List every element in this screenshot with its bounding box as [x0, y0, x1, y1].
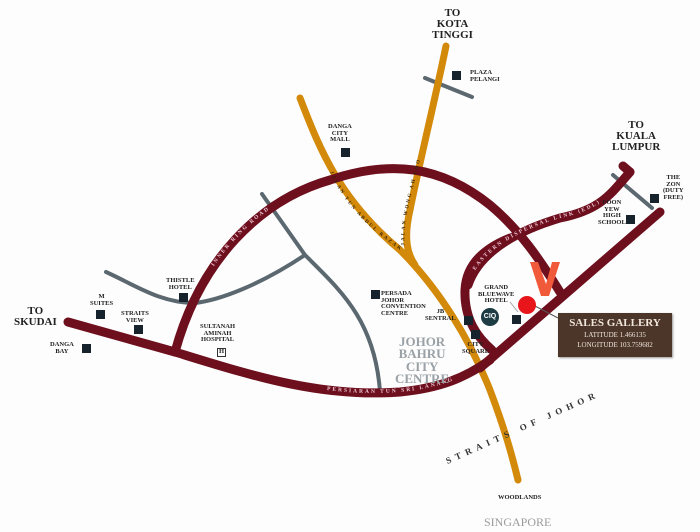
poi-marker-icon: [464, 316, 473, 325]
poi-marker-icon: [512, 315, 521, 324]
poi-m-suites: M SUITES: [90, 293, 114, 307]
hospital-icon: H: [217, 348, 227, 357]
sales-gallery-leader: [534, 305, 559, 319]
kl-highway-north: [618, 161, 635, 177]
poi-marker-icon: [371, 290, 380, 299]
poi-marker-icon: [134, 325, 143, 334]
jalan-wong-ah-fook: [403, 42, 450, 269]
poi-plaza-pelangi: PLAZA PELANGI: [470, 69, 500, 83]
poi-sultanah-aminah-hospital: SULTANAH AMINAH HOSPITAL: [200, 323, 236, 343]
kl-highway: [475, 207, 665, 373]
poi-the-zon: THE ZON (DUTY FREE): [663, 174, 684, 201]
poi-marker-icon: [452, 71, 461, 80]
poi-marker-icon: [471, 330, 480, 339]
dest-woodlands: WOODLANDS: [498, 494, 542, 501]
dest-kuala-lumpur: TO KUALA LUMPUR: [612, 119, 661, 153]
sales-gallery-longitude: LONGITUDE 103.759682: [577, 341, 653, 349]
poi-marker-icon: [650, 194, 659, 203]
poi-marker-icon: [626, 215, 635, 224]
skudai-highway: [63, 317, 180, 357]
poi-foon-yew: FOON YEW HIGH SCHOOL: [598, 199, 626, 226]
sales-gallery-latitude: LATITUDE 1.466135: [584, 331, 646, 339]
city-centre-label: JOHOR BAHRU CITY CENTRE: [395, 334, 450, 387]
sales-gallery-callout: SALES GALLERY LATITUDE 1.466135 LONGITUD…: [558, 313, 672, 357]
hotel-leader: [509, 301, 519, 313]
local-road: [260, 192, 382, 394]
ciq-badge: CIQ: [481, 308, 499, 326]
poi-straits-view: STRAITS VIEW: [121, 310, 149, 324]
poi-marker-icon: [179, 293, 188, 302]
singapore-label: SINGAPORE: [484, 515, 552, 529]
logo-v-icon: [530, 262, 560, 296]
poi-marker-icon: [82, 344, 91, 353]
plaza-pelangi-road: [423, 76, 474, 99]
poi-thistle-hotel: THISTLE HOTEL: [166, 277, 195, 291]
poi-grand-bluewave-hotel: GRAND BLUEWAVE HOTEL: [478, 284, 515, 304]
poi-danga-bay: DANGA BAY: [50, 341, 74, 355]
poi-city-square: CITY SQUARE: [462, 341, 490, 355]
dest-kota-tinggi: TO KOTA TINGGI: [432, 7, 473, 41]
poi-danga-city-mall: DANGA CITY MALL: [328, 123, 352, 143]
poi-persada-johor: PERSADA JOHOR CONVENTION CENTRE: [381, 290, 426, 317]
poi-jb-sentral: JB SENTRAL: [425, 308, 456, 322]
sales-gallery-title: SALES GALLERY: [569, 317, 661, 329]
poi-marker-icon: [96, 310, 105, 319]
location-marker-icon: [518, 296, 536, 314]
straits-of-johor-label: STRAITS OF JOHOR: [444, 389, 601, 466]
poi-marker-icon: [341, 148, 350, 157]
dest-skudai: TO SKUDAI: [14, 305, 57, 328]
jalan-tun-abdul-razak: [296, 94, 522, 484]
